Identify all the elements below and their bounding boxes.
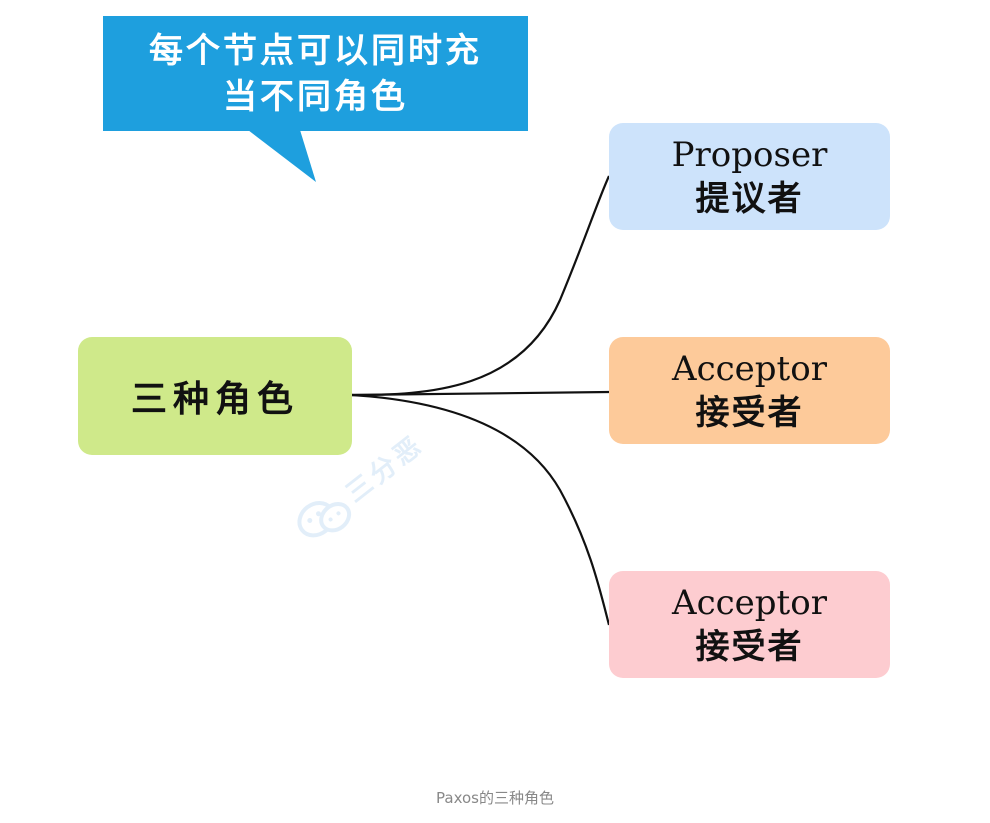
acceptor-node-1: Acceptor 接受者 <box>609 337 890 444</box>
proposer-node: Proposer 提议者 <box>609 123 890 230</box>
acceptor-1-cn-label: 接受者 <box>695 392 804 433</box>
connector-to-proposer <box>351 175 611 397</box>
callout-line-2: 当不同角色 <box>223 76 408 117</box>
callout-bubble: 每个节点可以同时充 当不同角色 <box>103 16 528 131</box>
wechat-icon <box>297 500 352 538</box>
callout-tail <box>248 130 316 182</box>
figure-caption: Paxos的三种角色 <box>436 789 554 807</box>
connector-to-acceptor-1 <box>351 390 610 397</box>
proposer-en-label: Proposer <box>671 134 828 175</box>
callout-line-1: 每个节点可以同时充 <box>149 30 482 71</box>
watermark: 三分恶 <box>274 390 471 572</box>
center-node: 三种角色 <box>78 337 352 455</box>
connector-to-acceptor-2 <box>351 393 611 626</box>
acceptor-1-en-label: Acceptor <box>672 348 827 389</box>
acceptor-node-2: Acceptor 接受者 <box>609 571 890 678</box>
acceptor-2-en-label: Acceptor <box>672 582 827 623</box>
proposer-cn-label: 提议者 <box>695 178 804 219</box>
center-node-label: 三种角色 <box>130 379 299 420</box>
acceptor-2-cn-label: 接受者 <box>695 626 804 667</box>
